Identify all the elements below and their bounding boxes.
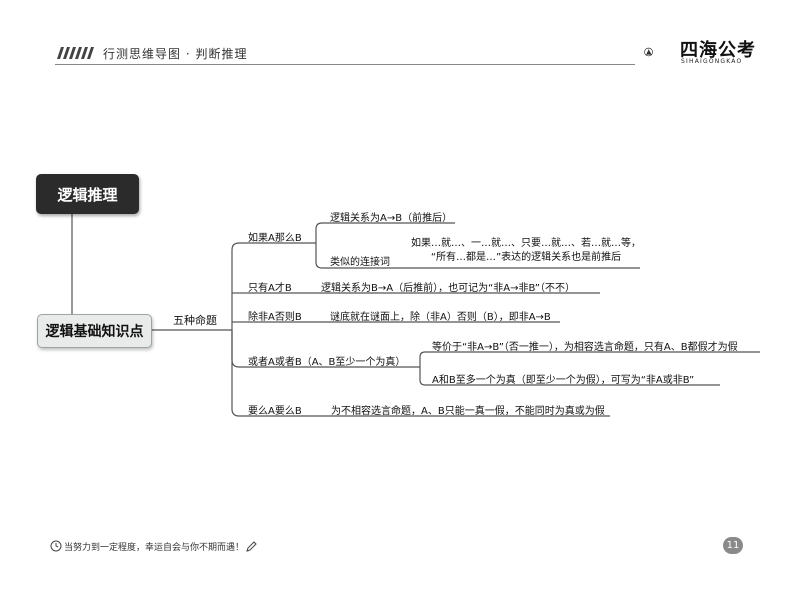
prop-subdetail: 如果…就…、一…就…、只要…就…、若…就…等， “所有…都是…”表达的逻辑关系也… bbox=[410, 237, 642, 265]
root-node: 逻辑推理 bbox=[36, 174, 139, 214]
logo-subtext: SIHAIGONGKAO bbox=[681, 58, 743, 65]
prop-detail: 等价于“非A→B”（否一推一），为相容选言命题，只有A、B都假才为假 bbox=[432, 342, 738, 353]
branch-label: 五种命题 bbox=[173, 314, 217, 327]
prop-detail: 谜底就在谜面上，除（非A）否则（B），即非A→B bbox=[330, 312, 551, 323]
pencil-icon bbox=[246, 541, 257, 552]
prop-detail: 逻辑关系为A→B（前推后） bbox=[330, 213, 453, 224]
prop-detail: 逻辑关系为B→A（后推前），也可记为“非A→非B”（不不） bbox=[321, 283, 575, 294]
topic-node: 逻辑基础知识点 bbox=[37, 314, 152, 348]
header-divider bbox=[55, 64, 635, 65]
prop-detail: 类似的连接词 bbox=[330, 257, 390, 268]
prop-label: 或者A或者B（A、B至少一个为真） bbox=[248, 357, 406, 368]
prop-label: 如果A那么B bbox=[248, 233, 302, 244]
prop-label: 除非A否则B bbox=[248, 312, 302, 323]
header-stripes-icon bbox=[57, 47, 94, 59]
prop-detail: 为不相容选言命题，A、B只能一真一假，不能同时为真或为假 bbox=[331, 406, 605, 417]
sail-logo-icon bbox=[644, 47, 653, 57]
header-title: 行测思维导图 · 判断推理 bbox=[103, 47, 248, 61]
prop-subdetail-line: “所有…都是…”表达的逻辑关系也是前推后 bbox=[430, 252, 622, 263]
prop-label: 要么A要么B bbox=[248, 406, 302, 417]
clock-icon bbox=[50, 540, 62, 552]
prop-detail: A和B至多一个为真（即至少一个为假），可写为“非A或非B” bbox=[432, 375, 695, 386]
page-number: 11 bbox=[723, 537, 743, 554]
logo-text: 四海公考 bbox=[680, 40, 756, 61]
prop-subdetail-line: 如果…就…、一…就…、只要…就…、若…就…等， bbox=[411, 238, 641, 249]
prop-label: 只有A才B bbox=[248, 283, 292, 294]
footer-motto: 当努力到一定程度，幸运自会与你不期而遇！ bbox=[64, 543, 245, 553]
